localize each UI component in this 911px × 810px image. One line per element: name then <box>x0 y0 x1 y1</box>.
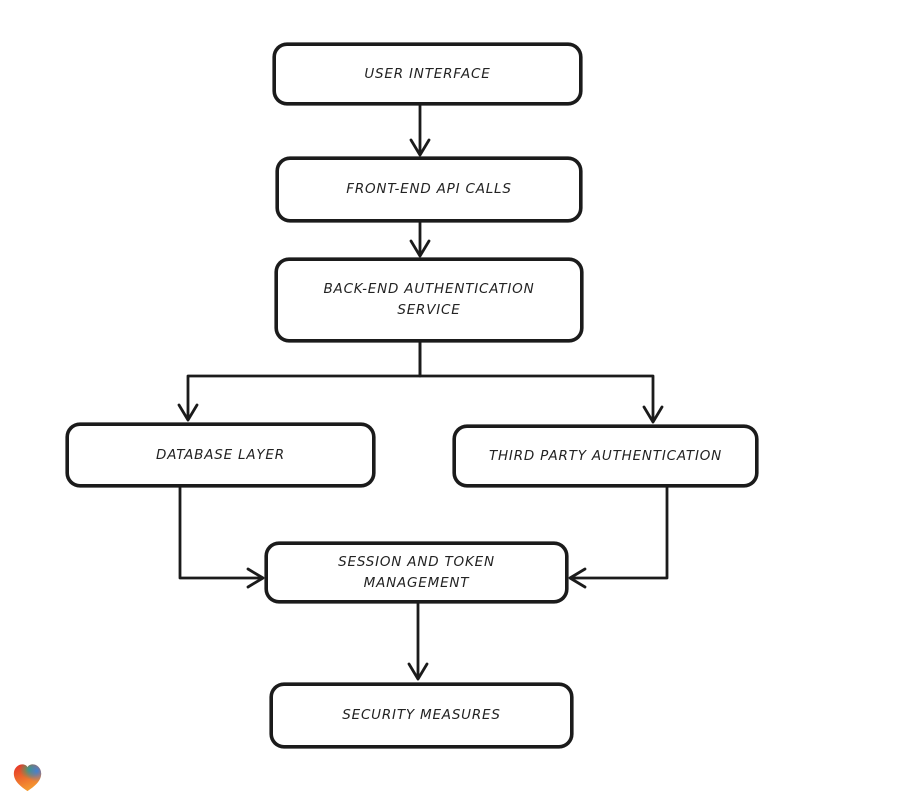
node-third-party-authentication[interactable]: THIRD PARTY AUTHENTICATION <box>453 425 758 487</box>
node-front-end-api-calls[interactable]: FRONT-END API CALLS <box>276 157 582 222</box>
edge-line <box>572 485 669 580</box>
edge-third-party-to-session[interactable] <box>568 485 669 589</box>
arrowhead-down-icon <box>409 138 431 157</box>
arrowhead-down-icon <box>177 403 199 422</box>
brand-heart-logo-icon <box>13 764 42 792</box>
node-label: BACK-END AUTHENTICATION SERVICE <box>323 281 535 318</box>
edge-front-end-to-back-end[interactable] <box>409 220 431 258</box>
edge-line <box>418 340 655 421</box>
edge-back-end-to-database[interactable] <box>177 340 422 422</box>
arrowhead-right-icon <box>246 567 265 589</box>
node-label: SECURITY MEASURES <box>342 707 501 724</box>
arrowhead-left-icon <box>568 567 587 589</box>
edge-line <box>186 340 422 419</box>
arrowhead-down-icon <box>642 405 664 424</box>
node-label: THIRD PARTY AUTHENTICATION <box>488 447 723 464</box>
node-security-measures[interactable]: SECURITY MEASURES <box>270 683 573 748</box>
node-session-and-token-management[interactable]: SESSION AND TOKEN MANAGEMENT <box>265 542 568 603</box>
edge-back-end-to-third-party[interactable] <box>418 340 664 424</box>
node-label: DATABASE LAYER <box>156 446 285 463</box>
node-user-interface[interactable]: USER INTERFACE <box>273 43 582 105</box>
edge-line <box>178 485 261 580</box>
node-label: SESSION AND TOKEN MANAGEMENT <box>338 553 495 591</box>
arrowhead-down-icon <box>409 239 431 258</box>
node-label: FRONT-END API CALLS <box>346 181 512 198</box>
edge-user-interface-to-front-end[interactable] <box>409 103 431 157</box>
arrowhead-down-icon <box>407 662 429 681</box>
node-back-end-authentication-service[interactable]: BACK-END AUTHENTICATION SERVICE <box>275 258 583 342</box>
edge-session-to-security[interactable] <box>407 601 429 681</box>
edge-database-to-session[interactable] <box>178 485 265 589</box>
node-database-layer[interactable]: DATABASE LAYER <box>66 423 375 487</box>
node-label: USER INTERFACE <box>364 65 491 82</box>
